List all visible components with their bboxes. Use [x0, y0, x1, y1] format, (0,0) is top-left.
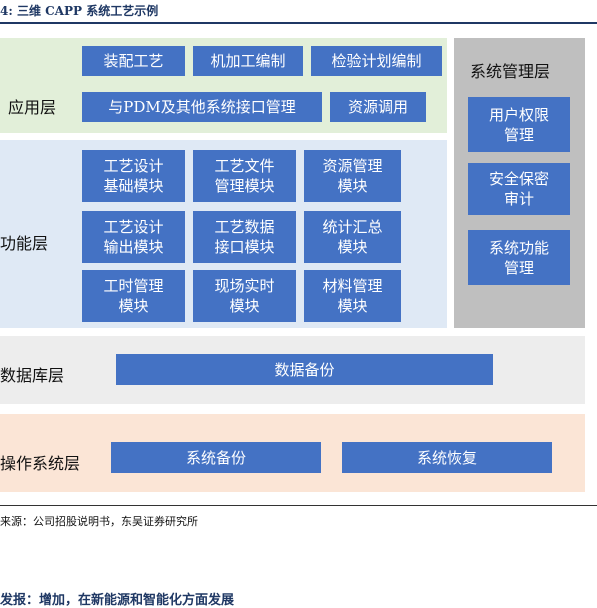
os-system-backup-box: 系统备份: [111, 442, 321, 473]
function-module-2: 资源管理模块: [304, 150, 401, 202]
function-module-0: 工艺设计基础模块: [82, 150, 185, 202]
figure-caption: 4: 三维 CAPP 系统工艺示例: [0, 4, 159, 18]
application-layer-label: 应用层: [8, 98, 57, 117]
os-layer-label: 操作系统层: [0, 454, 81, 473]
function-module-4: 工艺数据接口模块: [193, 211, 296, 263]
function-module-5: 统计汇总模块: [304, 211, 401, 263]
function-module-3: 工艺设计输出模块: [82, 211, 185, 263]
app-module-0: 装配工艺: [82, 46, 185, 76]
function-module-8: 材料管理模块: [304, 270, 401, 322]
app-module-2: 检验计划编制: [311, 46, 442, 76]
app-module-1: 机加工编制: [193, 46, 303, 76]
database-layer-label: 数据库层: [0, 366, 65, 385]
function-module-6: 工时管理模块: [82, 270, 185, 322]
function-layer-label: 功能层: [0, 234, 49, 253]
function-module-7: 现场实时模块: [193, 270, 296, 322]
function-module-1: 工艺文件管理模块: [193, 150, 296, 202]
system-management-label: 系统管理层: [470, 62, 551, 81]
database-backup-box: 数据备份: [116, 354, 493, 385]
caption-rule: [0, 22, 597, 24]
app-module-4: 资源调用: [330, 92, 426, 122]
source-note: 来源：公司招股说明书，东吴证券研究所: [0, 515, 198, 528]
source-rule: [0, 505, 597, 506]
system-management-item-1: 安全保密审计: [468, 163, 570, 215]
system-management-item-2: 系统功能管理: [468, 230, 570, 285]
system-management-item-0: 用户权限管理: [468, 97, 570, 152]
os-system-restore-box: 系统恢复: [342, 442, 552, 473]
app-module-3: 与PDM及其他系统接口管理: [82, 92, 322, 122]
